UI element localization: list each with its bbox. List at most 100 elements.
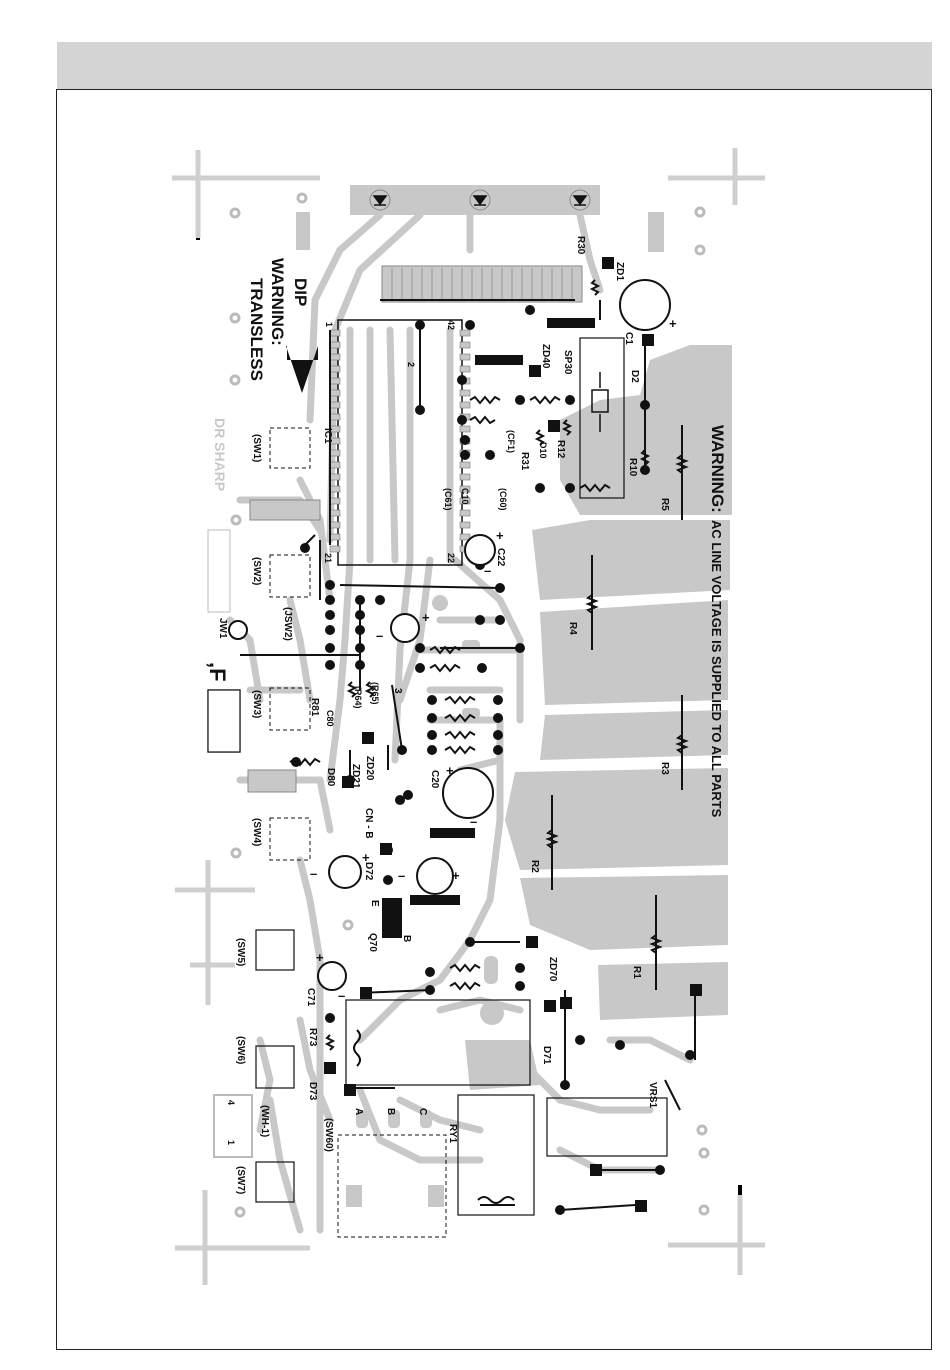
label-d10: D10 [538,442,548,459]
warning-title: WARNING: [708,425,727,513]
label-sw3: (SW3) [251,690,262,718]
label-wh1: (WH-1) [259,1105,270,1137]
led-indicators [369,189,591,211]
square-pads [324,257,702,1212]
label-sw4: (SW4) [251,818,262,846]
minus-c-left: – [310,866,317,881]
label-sw1: (SW1) [251,434,262,462]
label-d71: D71 [541,1046,552,1065]
plus-c1: + [669,316,677,331]
label-d80: D80 [325,768,336,787]
label-wh-pin4: 4 [226,1100,236,1105]
dip-label: DIP [291,278,310,306]
label-r4: R4 [567,622,578,635]
ic1-pin1: 1 [324,322,334,327]
label-c80: C80 [325,710,335,727]
label-r64: (R64) [353,686,363,709]
minus-c22: – [484,563,491,578]
label-wh-pin1: 1 [226,1140,236,1145]
registration-lines [172,148,765,1285]
label-cn-b: CN - B [363,808,374,839]
label-r3: R3 [659,762,670,775]
mounting-holes [229,192,710,1218]
label-c10: C10 [460,488,470,505]
minus-c20: – [470,814,477,829]
label-r5: R5 [659,498,670,511]
label-d72: D72 [363,862,374,881]
ic1-pin21: 21 [323,553,333,563]
label-relay-a: A [353,1108,364,1115]
f-mark: ,F [205,662,230,682]
label-jw1: JW1 [217,618,228,639]
label-sw7: (SW7) [235,1166,246,1194]
label-relay-c: C [417,1108,428,1115]
label-relay-b: B [385,1108,396,1115]
polarity-marks: + + – + – + – + – + – + – [310,316,677,1003]
switch-pads [207,499,321,1158]
label-r31: R31 [519,452,530,471]
minus-c-mid: – [376,628,383,643]
blank-label-box [207,689,241,753]
label-r10: R10 [627,458,638,477]
label-zd70: ZD70 [547,957,558,982]
label-r12: R12 [555,440,566,459]
label-sw6: (SW6) [235,1036,246,1064]
thick-bars [382,318,595,938]
label-sw60: (SW60) [323,1118,334,1152]
label-c61: (C61) [443,488,453,511]
label-r2: R2 [529,860,540,873]
ic1-outline [337,319,463,566]
label-d73: D73 [307,1082,318,1101]
plus-c22: + [496,528,504,543]
plus-c-left: + [362,850,370,865]
dip-arrow [286,346,318,393]
label-c22: C22 [495,548,506,567]
ic1-label: IC1 [322,428,333,444]
label-r30: R30 [575,236,586,255]
warning-text: AC LINE VOLTAGE IS SUPPLIED TO ALL PARTS [709,520,724,818]
ic1-pin2: 2 [406,362,416,367]
label-c20: C20 [429,770,440,789]
silk-marking: DR SHARP [212,418,228,491]
via-dots [291,305,695,1215]
transless-warning-2: TRANSLESS [247,278,266,381]
minus-c71: – [338,988,345,1003]
label-jsw2: (JSW2) [282,607,293,641]
minus-c-q: – [398,868,405,883]
gray-pads [296,212,664,1207]
plus-c-mid: + [422,610,430,625]
label-q-b: B [401,935,412,942]
solid-switch-outlines [207,337,668,1216]
label-r73: R73 [307,1028,318,1047]
label-r1: R1 [631,966,642,979]
label-zd21: ZD21 [350,764,361,789]
electrolytic-capacitors [228,279,671,991]
label-q-e: E [369,900,380,907]
label-r65: (R65) [370,682,380,705]
plus-c71: + [316,950,324,965]
copper-traces [226,211,694,1234]
label-vrs1: VRS1 [647,1082,658,1109]
display-connector [381,265,583,303]
label-ry1: RY1 [447,1124,458,1144]
ic1-pin22: 22 [446,553,456,563]
label-zd1: ZD1 [614,262,625,281]
label-sw5: (SW5) [235,938,246,966]
label-zd40: ZD40 [540,344,551,369]
dip-warning: DIP WARNING: TRANSLESS DR SHARP ,F [205,258,310,682]
label-r81: R81 [309,698,320,717]
plus-c-q: + [452,868,460,883]
diagram-frame [56,89,932,1350]
switch-outlines [269,427,447,1238]
relay-coils [353,1029,515,1204]
plus-c20: + [446,763,454,778]
label-c60: (C60) [498,488,508,511]
component-labels: IC1 1 2 21 22 42 R5 R4 R3 R2 R1 R10 R12 … [217,236,670,1194]
header-bar [57,42,932,90]
label-c71: C71 [305,988,316,1007]
label-three: 3 [392,688,403,694]
label-c1: C1 [623,332,634,345]
label-sw2: (SW2) [251,557,262,585]
transless-warning-1: WARNING: [268,258,287,346]
